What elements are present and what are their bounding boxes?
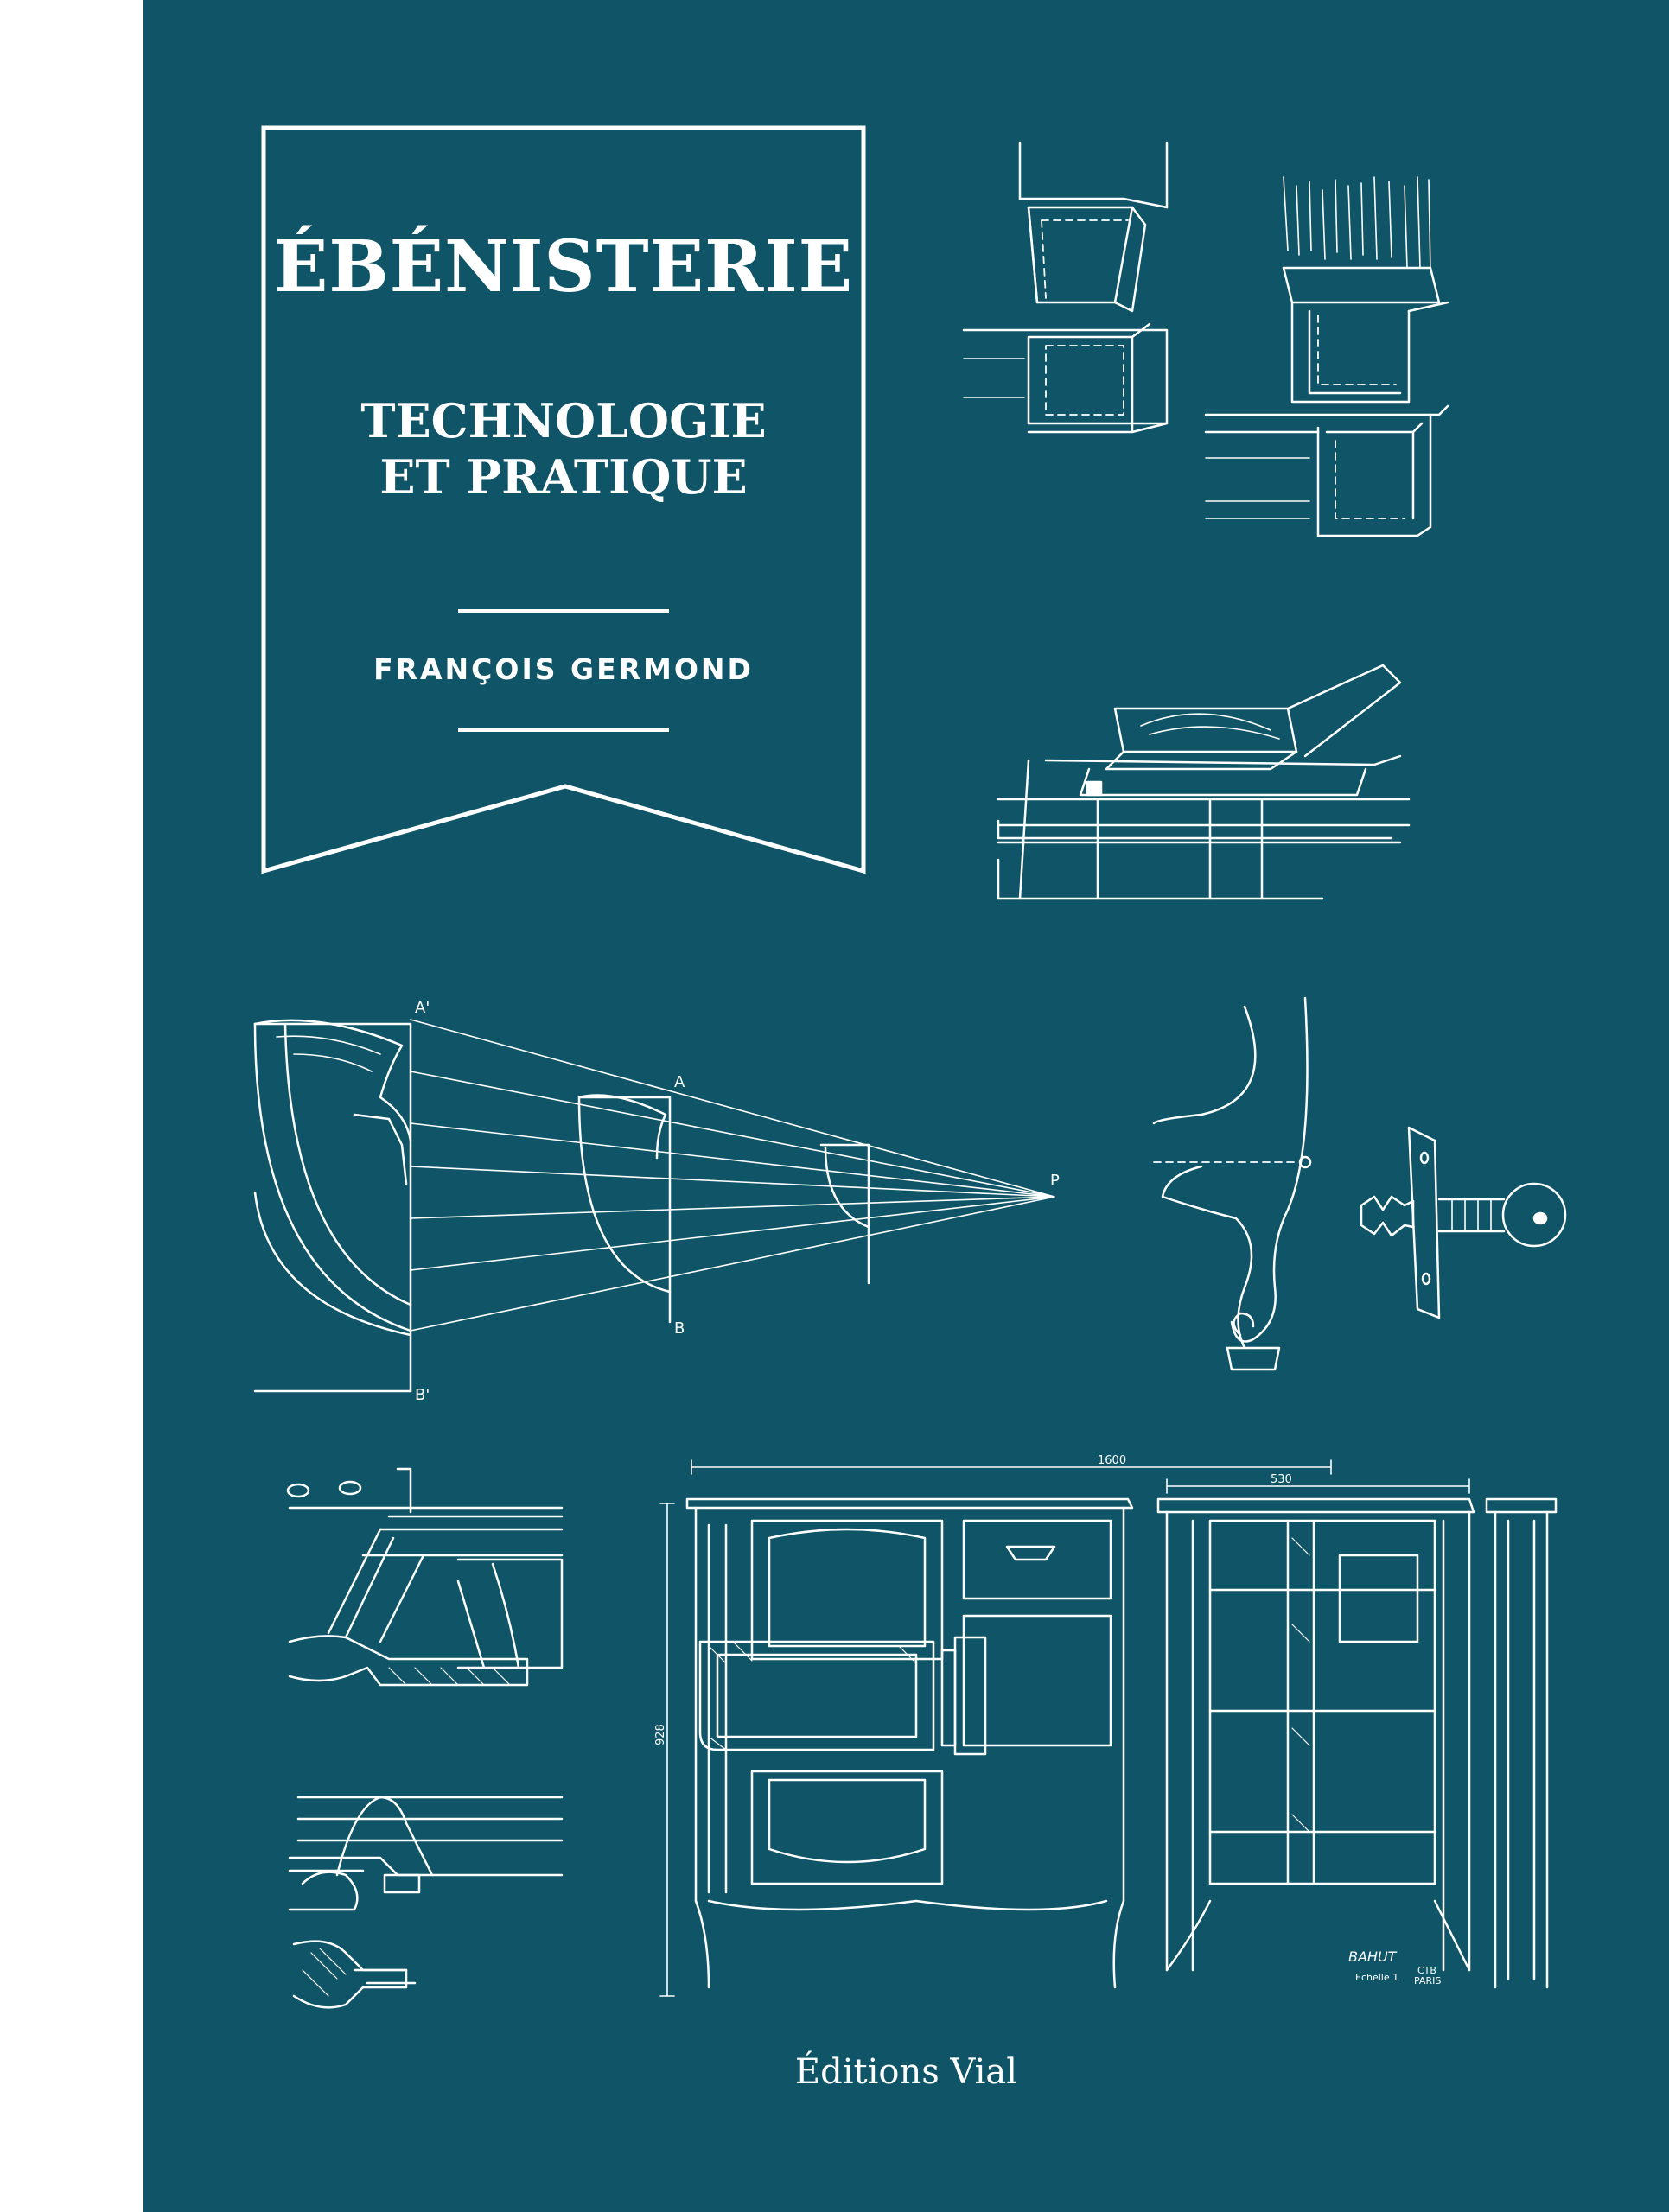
bahut-cabinet-plan: 1600 530 928 B [654,1454,1558,1997]
book-title: ÉBÉNISTERIE [273,226,854,308]
molding-profiles-drawing [286,1467,564,2009]
cabriole-leg-drawing [1152,996,1312,1371]
plan-org-label: CTB [1417,1965,1436,1976]
book-cover [143,0,1669,2212]
author-name: FRANÇOIS GERMOND [373,652,754,686]
plan-name-label: BAHUT [1348,1948,1398,1965]
label-p: P [1050,1172,1060,1190]
title-banner [261,125,866,874]
label-b: B [674,1319,685,1338]
perspective-molding-drawing: A' A P B B' [253,999,1060,1404]
subtitle-line-1: TECHNOLOGIE [360,393,767,448]
divider-bottom [458,728,669,732]
joint-drawing-2 [1204,176,1449,537]
plan-height-label: 928 [654,1724,667,1745]
subtitle-line-2: ET PRATIQUE [379,448,748,505]
label-a: A [674,1073,685,1091]
plan-depth-label: 530 [1271,1473,1292,1486]
plan-width-label: 1600 [1098,1454,1126,1467]
plank-joint-drawing [997,664,1411,900]
label-b-prime: B' [415,1386,430,1404]
divider-top [458,609,669,613]
book-subtitle: TECHNOLOGIE ET PRATIQUE [261,393,866,505]
knob-hardware-drawing [1360,1126,1567,1319]
plan-city-label: PARIS [1414,1975,1441,1986]
label-a-prime: A' [415,999,430,1017]
plan-scale-label: Echelle 1 [1355,1972,1398,1983]
publisher-name: Éditions Vial [794,2052,1018,2092]
joint-drawing-1 [962,141,1169,434]
